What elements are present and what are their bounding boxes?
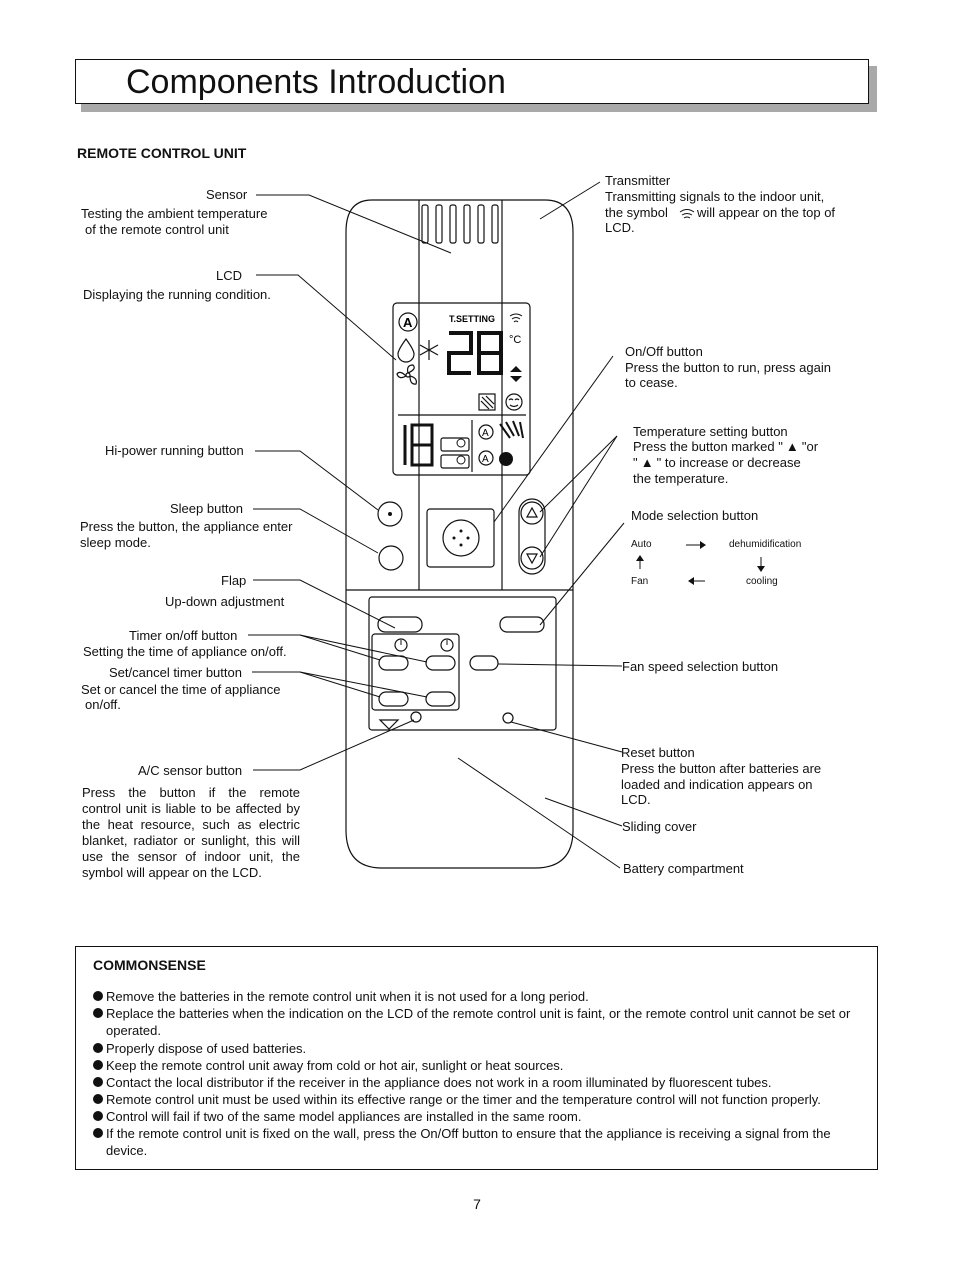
page-title: Components Introduction: [126, 63, 506, 101]
reset-desc-1: Press the button after batteries are: [621, 761, 822, 776]
sleep-face-icon: [505, 393, 523, 411]
sleep-label: Sleep button: [170, 501, 244, 516]
list-item: Control will fail if two of the same mod…: [92, 1108, 864, 1125]
fanspeed-label: Fan speed selection button: [622, 659, 779, 674]
sleep-desc-1: Press the button, the appliance enter: [80, 519, 293, 534]
battery-label: Battery compartment: [623, 861, 744, 876]
hipower-button-shape: [377, 501, 403, 527]
mode-cooling: cooling: [746, 576, 778, 587]
timer-desc: Setting the time of appliance on/off.: [83, 644, 287, 659]
reset-label: Reset button: [621, 745, 695, 760]
remote-diagram: A T.SETTING °C A A: [248, 181, 765, 869]
commonsense-box: [75, 946, 878, 1170]
mode-fan: Fan: [631, 576, 649, 587]
list-item: Remote control unit must be used within …: [92, 1091, 864, 1108]
tempset-desc-1: Press the button marked "▲"or: [633, 439, 819, 454]
transmitter-desc-3: LCD.: [605, 220, 635, 235]
reset-desc-2: loaded and indication appears on: [621, 777, 813, 792]
raindrop-icon: [397, 337, 415, 363]
onoff-label: On/Off button: [625, 344, 703, 359]
tempset-desc-2: "▲" to increase or decrease: [633, 455, 801, 470]
setcancel-desc-1: Set or cancel the time of appliance: [81, 682, 281, 697]
mode-auto: Auto: [631, 539, 652, 550]
transmitter-desc-1: Transmitting signals to the indoor unit,: [605, 189, 825, 204]
list-item: Remove the batteries in the remote contr…: [92, 988, 864, 1005]
transmitter-desc-2a: the symbol: [605, 205, 668, 220]
lcd-tsetting: T.SETTING: [449, 314, 495, 324]
sun-icon: [499, 420, 524, 439]
onoff-button-shape: [442, 519, 480, 557]
flap-label: Flap: [221, 573, 247, 588]
flap-desc: Up-down adjustment: [165, 594, 285, 609]
lcd-temp-unit: °C: [509, 334, 521, 346]
title-box: [75, 59, 869, 104]
list-item: Replace the batteries when the indicatio…: [92, 1005, 864, 1040]
fan-icon: [396, 364, 417, 385]
lcd-a-lower: A: [482, 454, 489, 465]
acsensor-desc: Press the button if the remote control u…: [82, 785, 300, 880]
triangle-up-small-icon-2: ▲: [640, 455, 654, 470]
list-item: Keep the remote control unit away from c…: [92, 1057, 864, 1074]
remote-body: [345, 199, 574, 869]
lcd-label: LCD: [216, 268, 243, 283]
list-item: Properly dispose of used batteries.: [92, 1040, 864, 1057]
remote-heading: REMOTE CONTROL UNIT: [77, 145, 247, 161]
mode-button-shape: [499, 616, 545, 633]
clock-icon: [400, 438, 466, 645]
page-number: 7: [473, 1196, 481, 1212]
onoff-dots: [452, 529, 470, 547]
hipower-label: Hi-power running button: [105, 443, 244, 458]
mode-label: Mode selection button: [631, 508, 759, 523]
sensor-label: Sensor: [206, 187, 248, 202]
sensor-desc-2: of the remote control unit: [85, 222, 229, 237]
sleep-button-shape: [378, 545, 404, 571]
flap-button-shape: [377, 616, 423, 633]
commonsense-list: Remove the batteries in the remote contr…: [92, 988, 864, 1160]
snowflake-icon: [419, 340, 439, 360]
triangle-down-icon: [525, 553, 539, 565]
transmitter-desc-2b: will appear on the top of: [697, 205, 836, 220]
lcd-desc: Displaying the running condition.: [83, 287, 271, 302]
list-item: If the remote control unit is fixed on t…: [92, 1125, 864, 1160]
onoff-desc-1: Press the button to run, press again: [625, 360, 831, 375]
mode-dehum: dehumidification: [729, 539, 802, 550]
list-item: Contact the local distributor if the rec…: [92, 1074, 864, 1091]
signal-icon: [509, 209, 695, 323]
leader-lines: [248, 181, 762, 869]
lcd-screen: [392, 302, 531, 476]
timer-label: Timer on/off button: [129, 628, 238, 643]
transmitter-label: Transmitter: [605, 173, 671, 188]
sensor-desc-1: Testing the ambient temperature: [81, 206, 268, 221]
acsensor-label: A/C sensor button: [138, 763, 243, 778]
sensor-grille: [421, 204, 499, 244]
lcd-a-upper: A: [482, 428, 489, 439]
triangle-up-icon: [525, 506, 539, 518]
sleep-desc-2: sleep mode.: [80, 535, 151, 550]
louver-icon: [478, 393, 496, 411]
lcd-mode-letter: A: [403, 315, 413, 330]
setcancel-label: Set/cancel timer button: [109, 665, 242, 680]
tempset-desc-3: the temperature.: [633, 471, 729, 486]
setcancel-desc-2: on/off.: [85, 697, 121, 712]
commonsense-heading: COMMONSENSE: [93, 957, 206, 973]
fan-speed-icon: [499, 452, 513, 466]
tempset-label: Temperature setting button: [633, 424, 788, 439]
fanspeed-button-shape: [469, 655, 499, 671]
onoff-desc-2: to cease.: [625, 375, 678, 390]
reset-desc-3: LCD.: [621, 792, 651, 807]
sliding-label: Sliding cover: [622, 819, 697, 834]
triangle-up-small-icon: ▲: [785, 439, 799, 454]
